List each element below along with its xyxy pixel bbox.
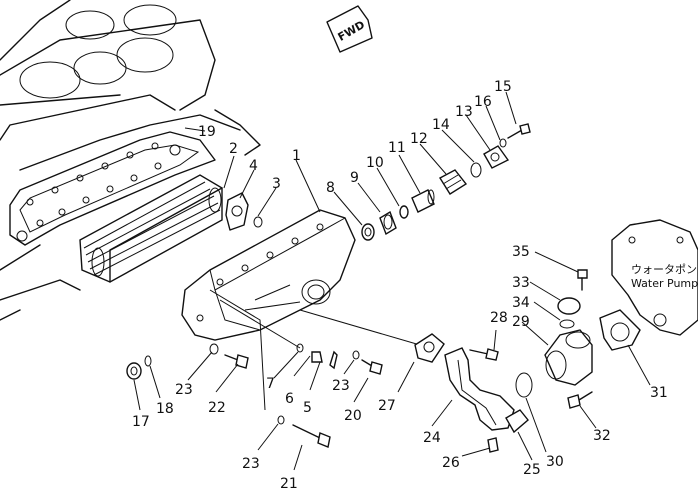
- label-20: 20: [344, 408, 362, 424]
- label-14: 14: [432, 117, 450, 133]
- label-30: 30: [546, 454, 564, 470]
- label-31: 31: [650, 385, 668, 401]
- fwd-label: FWD: [336, 18, 367, 44]
- label-34: 34: [512, 295, 530, 311]
- label-19: 19: [198, 124, 216, 140]
- label-7: 7: [266, 376, 275, 392]
- label-22: 22: [208, 400, 226, 416]
- pump-gasket: [599, 309, 641, 351]
- part-number-labels: 1 2 3 4 5 6 7 8 9 10 11 12 13 14 15 16 1…: [132, 79, 668, 488]
- label-27: 27: [378, 398, 396, 414]
- pump-elbow: [515, 269, 593, 409]
- label-4: 4: [249, 158, 258, 174]
- thermostat-parts: [361, 123, 531, 241]
- label-1: 1: [292, 148, 301, 164]
- water-pump-label-jp: ウォータポンプ: [631, 263, 698, 276]
- label-24: 24: [423, 430, 441, 446]
- engine-block: [0, 0, 261, 321]
- o-ring-3: [253, 216, 263, 228]
- water-pump-label-en: Water Pump: [631, 277, 698, 290]
- cooler-cover: [181, 209, 356, 341]
- label-21: 21: [280, 476, 298, 488]
- label-leaders: [133, 91, 651, 471]
- label-17: 17: [132, 414, 150, 430]
- label-12: 12: [410, 131, 428, 147]
- forward-arrow-icon: FWD: [326, 5, 373, 53]
- label-13: 13: [455, 104, 473, 120]
- label-33: 33: [512, 275, 530, 291]
- label-6: 6: [285, 391, 294, 407]
- leader-lines: [209, 289, 421, 411]
- label-18: 18: [156, 401, 174, 417]
- water-pipe: [414, 333, 529, 453]
- label-25: 25: [523, 462, 541, 478]
- label-9: 9: [350, 170, 359, 186]
- label-2: 2: [229, 141, 238, 157]
- label-23a: 23: [175, 382, 193, 398]
- label-23b: 23: [332, 378, 350, 394]
- label-29: 29: [512, 314, 530, 330]
- label-35: 35: [512, 244, 530, 260]
- label-8: 8: [326, 180, 335, 196]
- label-32: 32: [593, 428, 611, 444]
- cooler-element: [79, 174, 223, 283]
- label-16: 16: [474, 94, 492, 110]
- lower-fasteners: [126, 343, 383, 448]
- label-3: 3: [272, 176, 281, 192]
- label-15: 15: [494, 79, 512, 95]
- label-5: 5: [303, 400, 312, 416]
- gasket-4: [225, 192, 249, 231]
- label-26: 26: [442, 455, 460, 471]
- label-23c: 23: [242, 456, 260, 472]
- label-10: 10: [366, 155, 384, 171]
- water-pump: [611, 219, 698, 336]
- label-28: 28: [490, 310, 508, 326]
- label-11: 11: [388, 140, 406, 156]
